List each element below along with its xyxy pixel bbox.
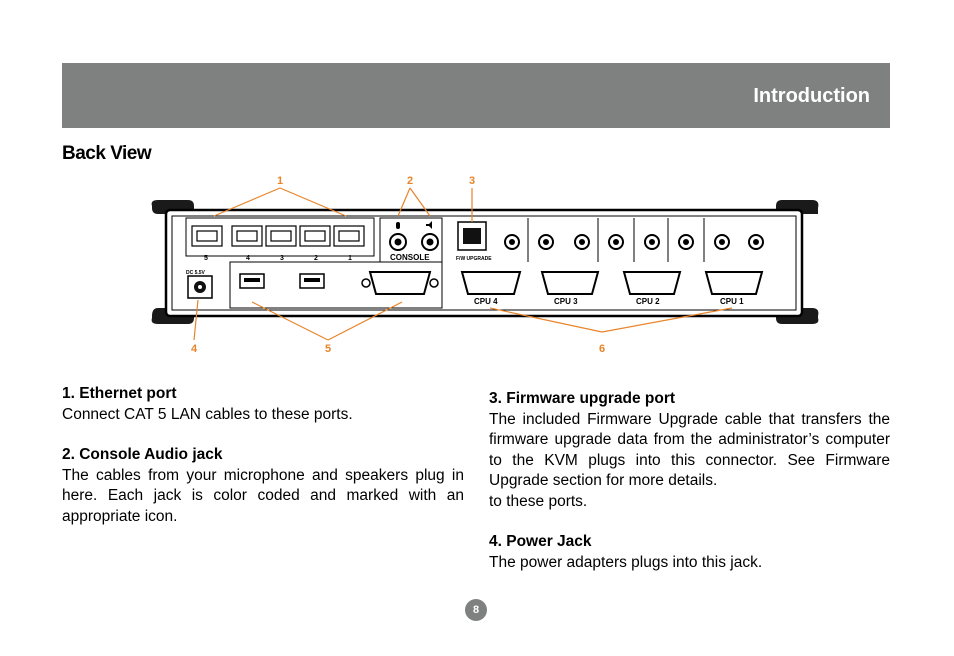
cpu2-label: CPU 2 [636,297,660,306]
cpu4-label: CPU 4 [474,297,498,306]
console-label: CONSOLE [390,253,430,262]
fw-upgrade-label: F/W UPGRADE [456,256,492,262]
item-body-continued: to these ports. [489,492,588,510]
page-number: 8 [465,599,487,621]
microphone-icon [396,222,400,229]
page-header-title: Introduction [753,85,870,107]
callout-5: 5 [325,343,331,355]
svg-text:2: 2 [314,255,318,262]
callout-1: 1 [277,175,283,187]
right-column: 3. Firmware upgrade port The included Fi… [489,389,890,585]
console-usb-ports [239,273,325,289]
callout-6: 6 [599,343,605,355]
cpu-audio-jacks [504,234,764,250]
callout-4: 4 [191,343,198,355]
item-body: The included Firmware Upgrade cable that… [489,410,890,490]
left-column: 1. Ethernet port Connect CAT 5 LAN cable… [62,384,464,539]
callout-2: 2 [407,175,413,187]
item-heading: 1. Ethernet port [62,385,177,402]
svg-text:1: 1 [348,255,352,262]
cpu3-label: CPU 3 [554,297,578,306]
console-audio-jacks [389,221,439,251]
section-title: Back View [62,143,152,164]
console-vga-port [361,271,439,295]
svg-text:4: 4 [246,255,250,262]
item-power-jack: 4. Power Jack The power adapters plugs i… [489,532,890,573]
item-heading: 4. Power Jack [489,533,592,550]
svg-text:3: 3 [280,255,284,262]
svg-text:5: 5 [204,255,208,262]
item-heading: 3. Firmware upgrade port [489,390,676,407]
item-firmware-upgrade-port: 3. Firmware upgrade port The included Fi… [489,389,890,512]
ethernet-ports [191,225,365,247]
item-body: Connect CAT 5 LAN cables to these ports. [62,405,353,423]
header-bar: Introduction [62,63,890,128]
speaker-icon [426,221,432,229]
item-heading: 2. Console Audio jack [62,446,223,463]
item-body: The cables from your microphone and spea… [62,466,464,525]
cpu1-label: CPU 1 [720,297,744,306]
cpu-vga-ports [460,271,764,295]
item-body: The power adapters plugs into this jack. [489,553,763,571]
power-label: DC 5.5V [186,270,206,276]
item-console-audio-jack: 2. Console Audio jack The cables from yo… [62,445,464,527]
item-ethernet-port: 1. Ethernet port Connect CAT 5 LAN cable… [62,384,464,425]
callout-3: 3 [469,175,475,187]
back-view-diagram: 5 4 3 2 1 CONSOLE F/W UPGRADE DC 5.5V [151,175,819,355]
ethernet-block [185,217,375,257]
callout-lines [193,187,733,341]
console-io-block [229,261,443,309]
